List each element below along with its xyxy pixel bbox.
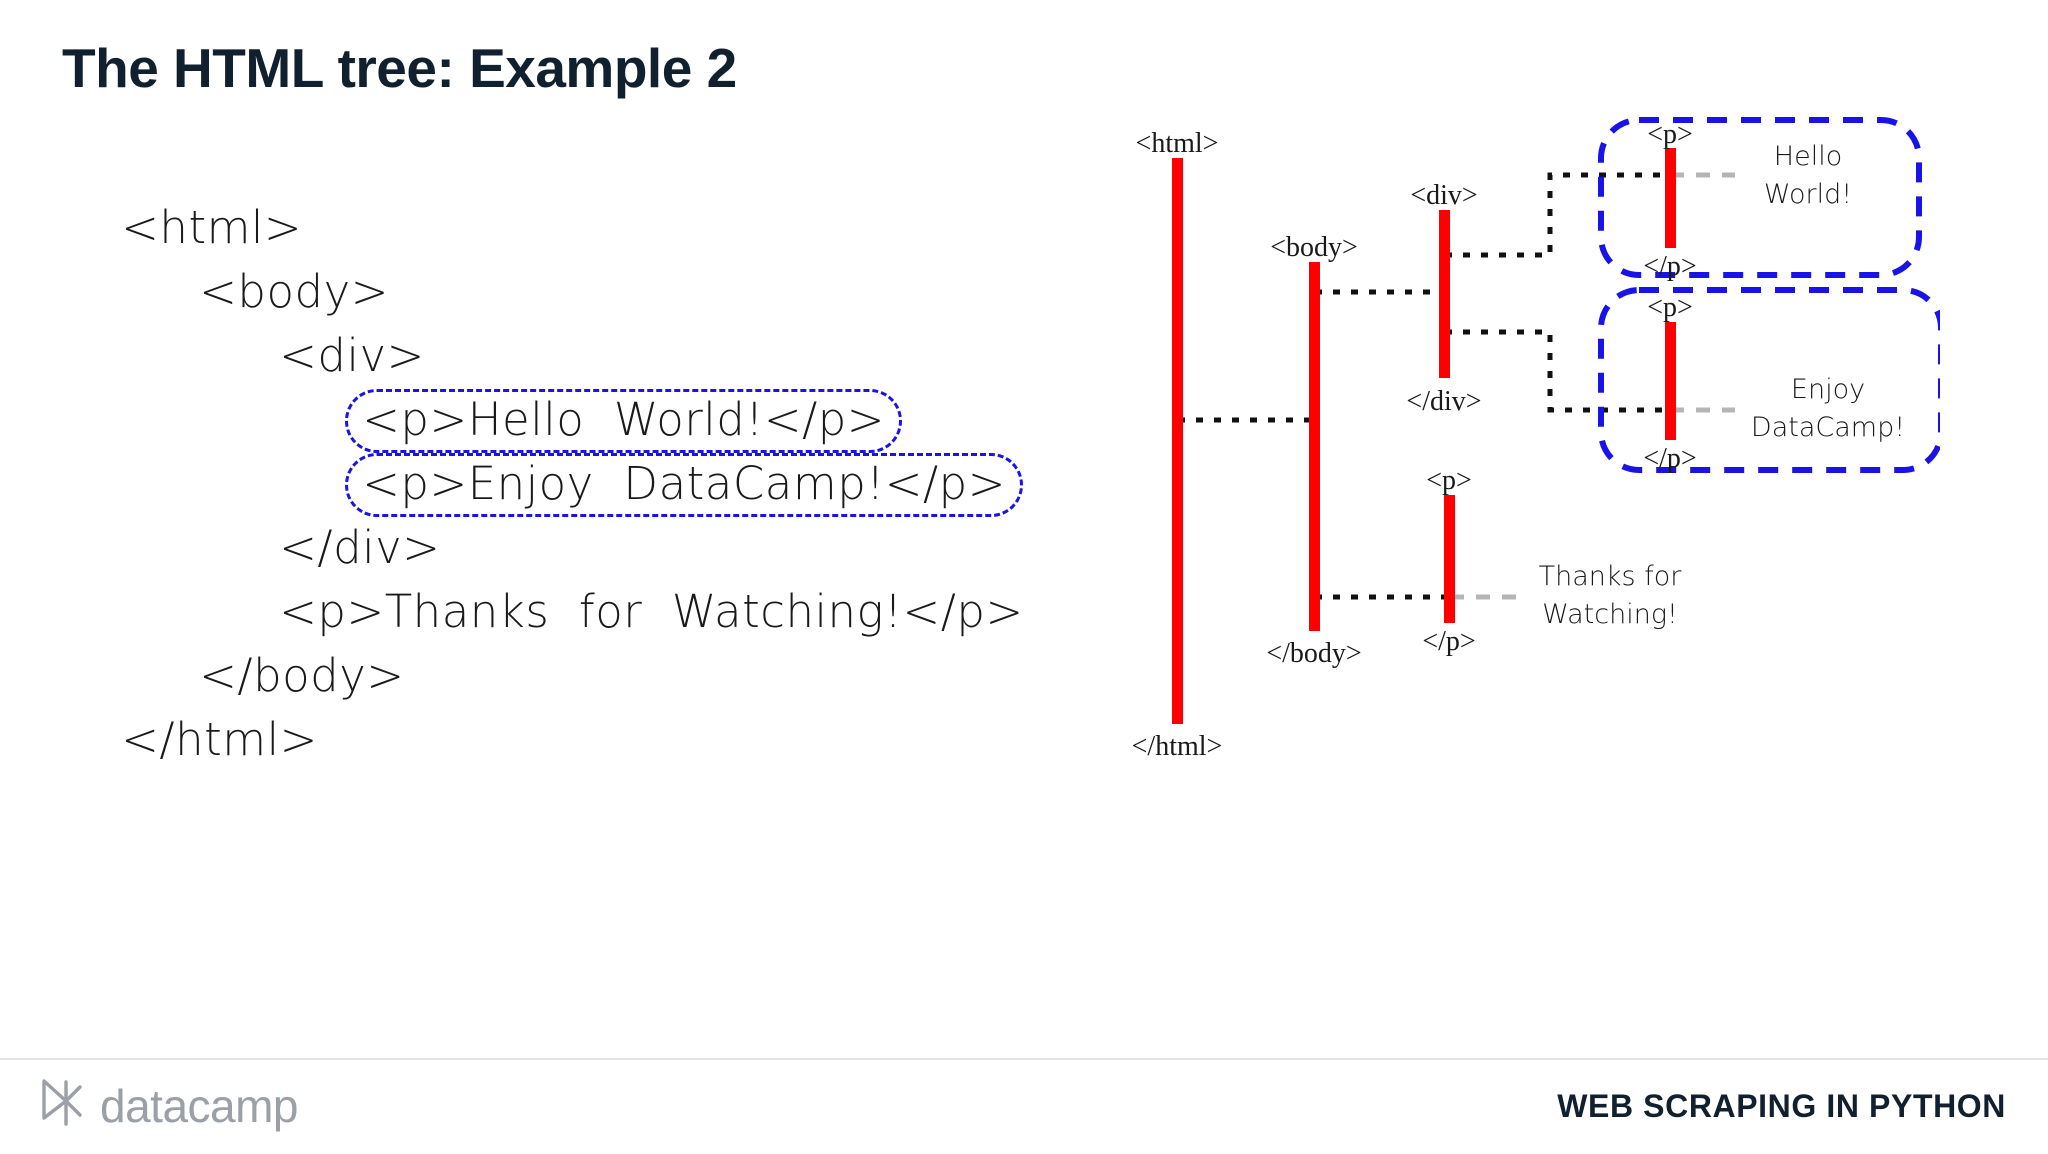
node-bar-html (1172, 158, 1183, 724)
code-line: </html> (62, 644, 1022, 766)
course-title: WEB SCRAPING IN PYTHON (1557, 1088, 2006, 1124)
node-bar-p-thanks (1444, 495, 1455, 623)
code-line-text: </div> (279, 521, 441, 574)
node-content-hello-line2: World! (1764, 179, 1852, 210)
code-line-text: <p>Thanks for Watching!</p> (279, 585, 1024, 638)
code-line-text: <html> (121, 201, 303, 254)
highlight-box-p-hello (1598, 117, 1922, 278)
tag-label-p-thanks-open: <p> (1426, 465, 1472, 496)
code-line: <body> (62, 196, 1022, 318)
code-line: </body> (62, 580, 1022, 702)
tag-label-body-close: </body> (1266, 638, 1361, 669)
tag-label-p-datacamp-open: <p> (1647, 292, 1693, 323)
node-bar-div (1439, 210, 1450, 378)
connector-div-p-hello (1445, 172, 1670, 258)
datacamp-wordmark: datacamp (100, 1079, 299, 1132)
tag-label-p-hello-open: <p> (1647, 119, 1693, 150)
code-line-highlighted: <p>Hello World!</p> (62, 324, 1022, 453)
code-line: <p>Thanks for Watching!</p> (62, 516, 1023, 638)
page-title: The HTML tree: Example 2 (62, 37, 737, 99)
tag-label-body-open: <body> (1270, 232, 1358, 263)
code-line-text: <p>Hello World!</p> (345, 389, 902, 453)
datacamp-logo: datacamp (40, 1078, 299, 1133)
code-line: </div> (62, 452, 1022, 574)
highlight-box-p-datacamp (1598, 287, 1940, 473)
code-line-text: </body> (199, 649, 405, 702)
node-bar-p-hello (1665, 148, 1676, 248)
node-content-datacamp-line2: DataCamp! (1751, 412, 1905, 443)
tag-label-html-close: </html> (1132, 731, 1223, 762)
code-line-text: </html> (121, 713, 318, 766)
node-content-hello-line1: Hello (1774, 141, 1842, 172)
node-bar-body (1309, 262, 1320, 631)
html-code-listing: <html> <body> <div> <p>Hello World!</p> … (62, 132, 1023, 766)
datacamp-mark-icon (40, 1078, 86, 1133)
code-line-highlighted: <p>Enjoy DataCamp!</p> (62, 388, 1023, 517)
code-line-text: <p>Enjoy DataCamp!</p> (345, 453, 1023, 517)
connector-div-p-datacamp (1445, 329, 1670, 413)
code-line-text: <div> (279, 329, 425, 382)
tag-label-div-open: <div> (1410, 180, 1477, 211)
footer-divider (0, 1058, 2048, 1060)
tag-label-p-datacamp-close: </p> (1643, 443, 1696, 474)
tag-label-p-thanks-close: </p> (1422, 626, 1475, 657)
code-line: <html> (62, 132, 1022, 254)
code-line: <div> (62, 260, 1022, 382)
node-content-thanks-line1: Thanks for (1539, 561, 1683, 592)
tag-label-html-open: <html> (1136, 128, 1219, 159)
node-content-datacamp-line1: Enjoy (1791, 374, 1865, 405)
node-bar-p-datacamp (1665, 322, 1676, 440)
code-line-text: <body> (199, 265, 389, 318)
tag-label-div-close: </div> (1406, 386, 1481, 417)
tag-label-p-hello-close: </p> (1643, 251, 1696, 282)
node-content-thanks-line2: Watching! (1542, 599, 1678, 630)
html-tree-diagram: <html> </html> <body> </body> <div> </di… (1110, 110, 1940, 960)
